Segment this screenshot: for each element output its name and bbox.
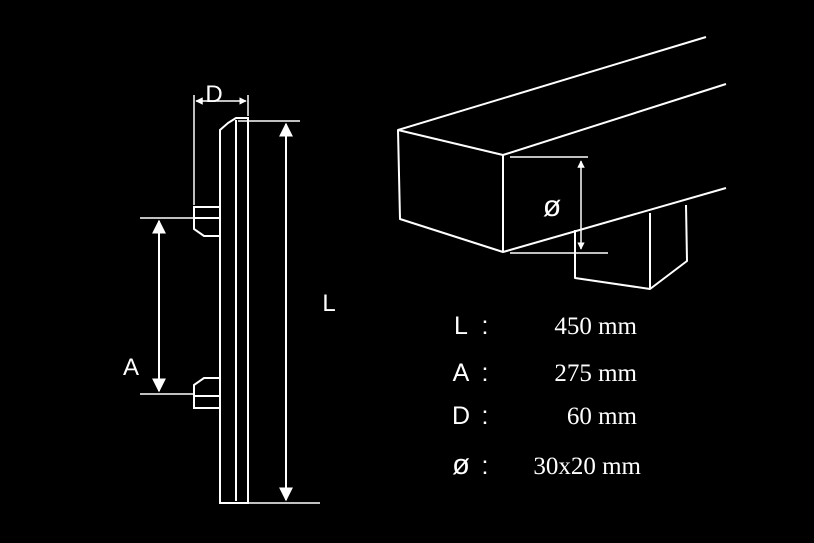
label-l: L	[322, 290, 335, 317]
spec-key: ø	[452, 449, 470, 481]
label-d: D	[205, 81, 222, 108]
spec-sep: :	[482, 359, 489, 387]
phi-dimension	[510, 156, 608, 254]
spec-value: 450 mm	[554, 313, 637, 340]
spec-key: L	[454, 312, 468, 340]
bar-end-face	[397, 129, 504, 253]
a-dimension	[140, 217, 194, 395]
spec-row-d: D : 60 mm	[452, 402, 638, 430]
l-dimension	[230, 120, 320, 504]
spec-sep: :	[482, 452, 489, 480]
side-view	[193, 117, 249, 504]
spec-sep: :	[482, 312, 489, 340]
cross-section-view	[397, 36, 727, 290]
label-phi: ø	[543, 190, 561, 223]
spec-sep: :	[482, 402, 489, 430]
spec-row-a: A : 275 mm	[453, 359, 638, 387]
bottom-post	[193, 377, 221, 409]
d-dimension	[193, 95, 249, 205]
spec-value: 60 mm	[567, 403, 638, 430]
top-post	[193, 206, 221, 237]
spec-row-l: L : 450 mm	[454, 312, 637, 340]
spec-value: 30x20 mm	[533, 453, 641, 480]
spec-key: D	[452, 402, 470, 430]
post-below	[574, 204, 688, 290]
spec-value: 275 mm	[554, 360, 637, 387]
label-a: A	[123, 354, 139, 381]
spec-key: A	[453, 359, 470, 387]
spec-table: L : 450 mm A : 275 mm D : 60 mm ø : 30x2…	[452, 312, 642, 481]
spec-row-phi: ø : 30x20 mm	[452, 449, 641, 481]
handle-bar	[219, 117, 249, 504]
